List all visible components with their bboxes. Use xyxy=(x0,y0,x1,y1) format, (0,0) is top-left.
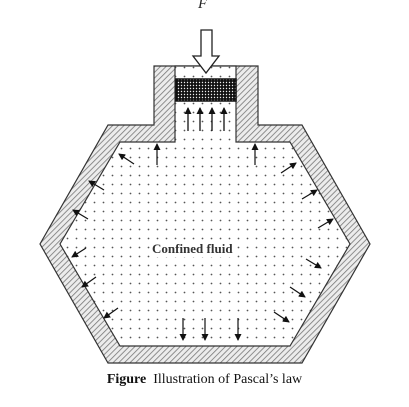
pressure-arrow xyxy=(280,162,297,174)
caption-text: Illustration of Pascal’s law xyxy=(153,372,303,387)
pressure-arrow xyxy=(118,153,135,165)
pressure-arrow xyxy=(103,307,119,319)
pressure-arrow xyxy=(301,189,318,200)
fluid-cavity xyxy=(59,65,351,347)
force-label: F xyxy=(198,0,208,12)
force-arrow-icon xyxy=(191,29,221,75)
pressure-arrow xyxy=(72,209,89,220)
pressure-arrow xyxy=(71,247,87,258)
pressure-arrow xyxy=(289,286,306,298)
pressure-arrow xyxy=(273,311,290,323)
neck-pressure-arrows xyxy=(184,107,228,131)
pressure-arrow xyxy=(88,180,105,191)
piston xyxy=(175,78,237,102)
pressure-arrow xyxy=(317,218,334,229)
pressure-arrow xyxy=(81,276,97,288)
wall-pressure-arrows xyxy=(71,143,334,341)
fluid-label: Confined fluid xyxy=(150,241,235,257)
figure-caption: Figure Illustration of Pascal’s law xyxy=(0,372,409,388)
pressure-arrow xyxy=(305,258,322,269)
caption-prefix: Figure xyxy=(106,372,147,387)
